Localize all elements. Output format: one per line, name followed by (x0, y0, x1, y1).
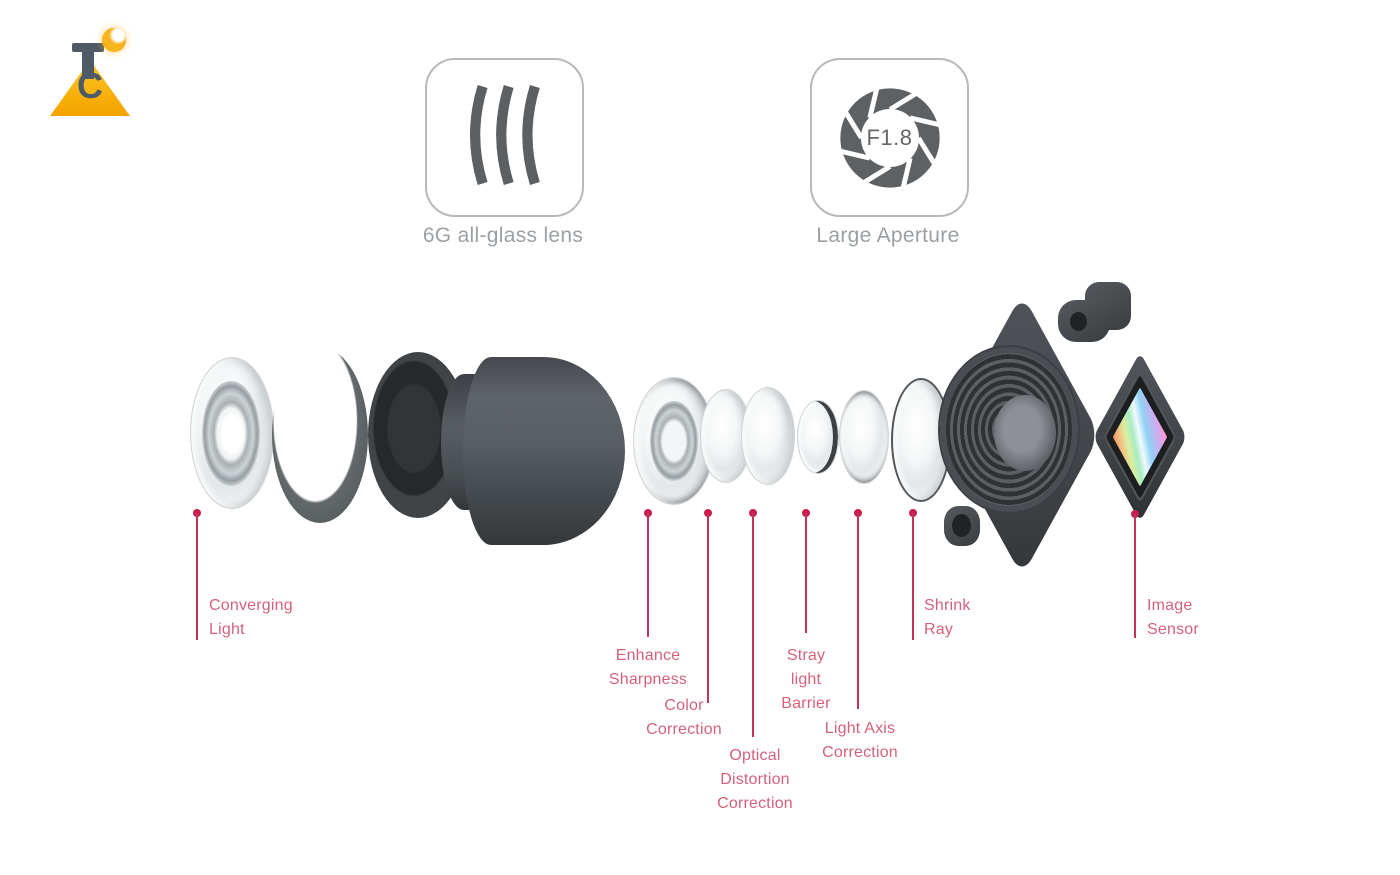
marker-label: Optical Distortion Correction (717, 747, 793, 812)
front-lens-core (218, 410, 246, 456)
mount-through-hole (994, 395, 1056, 471)
marker-line (196, 513, 198, 640)
logo-ball-icon (102, 28, 126, 52)
marker-line (912, 513, 914, 640)
logo-letter-t-stem (82, 45, 94, 79)
feature-label-large-aperture: Large Aperture (816, 224, 960, 247)
mount-screw-hole-bottom (952, 514, 971, 537)
light-barrier-disc (797, 400, 839, 474)
feature-box-large-aperture: F1.8 (810, 58, 969, 217)
feature-label-glass-lens: 6G all-glass lens (422, 224, 584, 247)
marker-line (805, 513, 807, 633)
triple-lens-icon (457, 79, 553, 196)
lens-mount (930, 280, 1131, 580)
marker-label: Converging Light (209, 597, 293, 638)
image-sensor (1080, 352, 1200, 522)
marker-label: Shrink Ray (924, 597, 971, 638)
aspheric-element (633, 377, 715, 505)
aperture-icon: F1.8 (831, 79, 949, 197)
lens-barrel (463, 357, 625, 545)
marker-label: Light Axis Correction (822, 720, 898, 761)
marker-label: Color Correction (646, 697, 722, 738)
marker-label: Enhance Sharpness (608, 647, 688, 688)
marker-line (1134, 514, 1136, 638)
marker-line (857, 513, 859, 709)
lens-element-2 (741, 387, 795, 485)
logo-letter-c: C (77, 65, 103, 106)
brand-logo: C (48, 26, 138, 121)
lens-element-3 (839, 390, 889, 484)
feature-box-glass-lens (425, 58, 584, 217)
retaining-ring (272, 347, 368, 523)
marker-label: Stray light Barrier (781, 647, 831, 712)
mount-screw-hole-top (1070, 312, 1087, 331)
marker-label: Image Sensor (1147, 597, 1199, 638)
marker-line (707, 513, 709, 703)
aspheric-element-ring (650, 400, 698, 482)
aperture-value-badge: F1.8 (866, 124, 913, 150)
marker-line (752, 513, 754, 737)
front-lens (190, 357, 274, 509)
marker-line (647, 513, 649, 637)
